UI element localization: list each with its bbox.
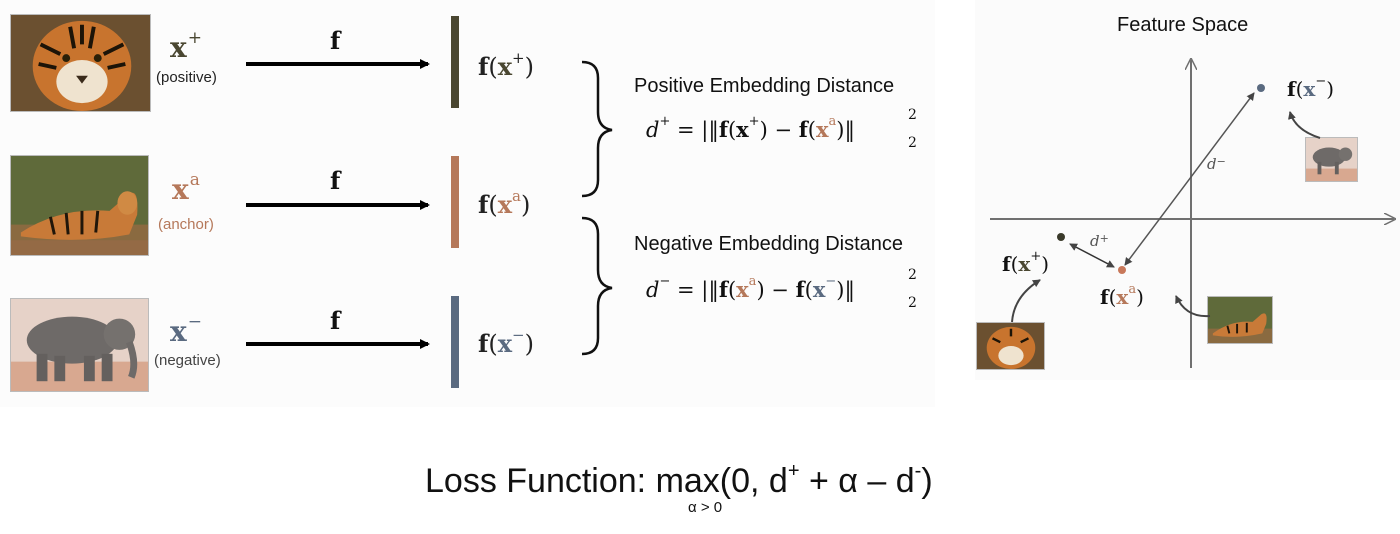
point-label-positive: f(x+) — [1002, 249, 1050, 276]
d-plus-label: d+ — [1090, 232, 1109, 250]
d-minus-arrow — [1124, 92, 1255, 266]
negative-input-label: x− — [170, 312, 202, 348]
mapping-label-anchor: f — [330, 166, 341, 195]
point-label-anchor: f(xa) — [1100, 282, 1144, 309]
embedding-positive: f(x+) — [478, 49, 534, 81]
d-plus-arrow — [1069, 243, 1115, 268]
pointer-tiger-lying — [1175, 295, 1211, 318]
feature-space-tiger-face-image — [976, 322, 1045, 370]
pointer-tiger-face — [1011, 279, 1041, 323]
negative-distance-formula: d− = |‖f(xa) − f(x−)‖ 2 2 — [646, 267, 917, 311]
embedding-bar-positive — [451, 16, 459, 108]
point-negative — [1257, 84, 1265, 92]
mapping-label-positive: f — [330, 26, 341, 55]
positive-input-label: x+ — [170, 28, 202, 64]
point-label-negative: f(x−) — [1287, 74, 1335, 101]
embedding-anchor: f(xa) — [478, 187, 531, 219]
positive-image — [10, 14, 151, 112]
positive-distance-title: Positive Embedding Distance — [634, 75, 895, 97]
embedding-bar-negative — [451, 296, 459, 388]
loss-subscript: α > 0 — [688, 499, 723, 516]
feature-space-elephant-image — [1305, 137, 1358, 182]
negative-distance-title: Negative Embedding Distance — [634, 233, 904, 255]
anchor-caption: (anchor) — [158, 216, 214, 233]
negative-caption: (negative) — [154, 352, 221, 369]
positive-distance-formula: d+ = |‖f(x+) − f(xa)‖ 2 2 — [646, 107, 917, 151]
point-anchor — [1118, 266, 1126, 274]
negative-distance-brace — [581, 216, 613, 356]
anchor-input-label: xa — [172, 170, 200, 206]
negative-image — [10, 298, 149, 392]
feature-space-title: Feature Space — [1117, 14, 1249, 36]
anchor-image — [10, 155, 149, 256]
pointer-elephant — [1288, 111, 1321, 139]
mapping-label-negative: f — [330, 306, 341, 335]
embedding-bar-anchor — [451, 156, 459, 248]
embedding-negative: f(x−) — [478, 326, 534, 358]
loss-function: Loss Function: max(0, d+ + α – d-) — [425, 460, 933, 500]
left-panel — [0, 0, 935, 407]
positive-caption: (positive) — [156, 69, 217, 86]
feature-space-tiger-lying-image — [1207, 296, 1273, 344]
point-positive — [1057, 233, 1065, 241]
positive-distance-brace — [581, 60, 613, 198]
